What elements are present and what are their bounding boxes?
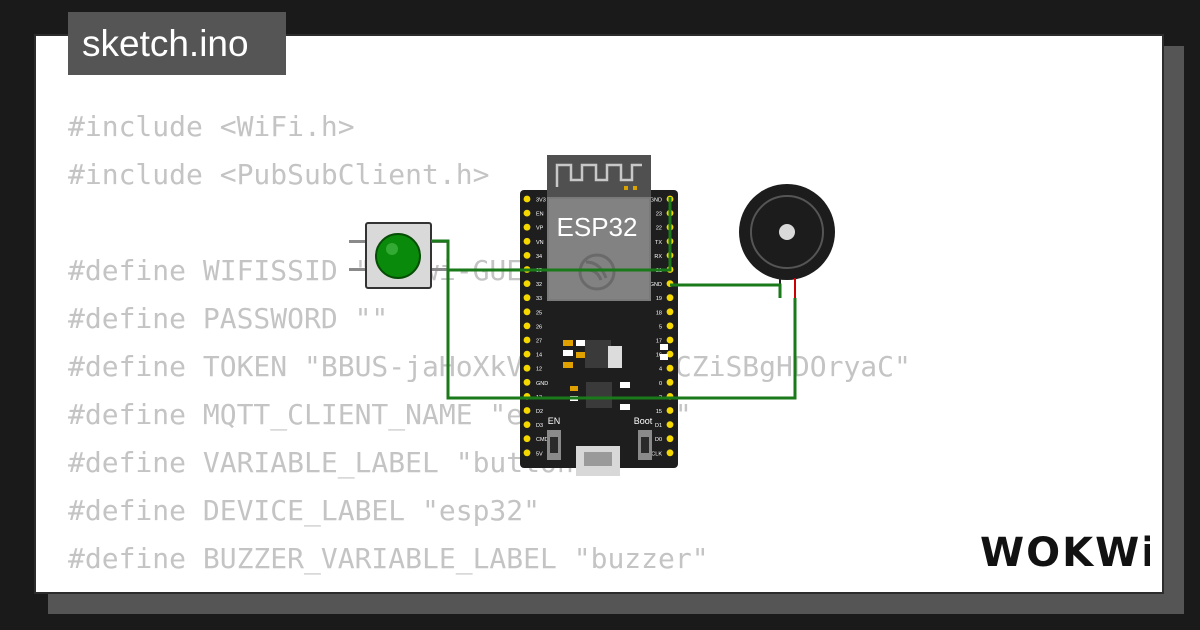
micro-usb-icon — [576, 446, 620, 476]
board-pin[interactable] — [523, 364, 531, 372]
logo-text: WOKWi — [980, 530, 1150, 576]
board-pin[interactable] — [523, 223, 531, 231]
board-pin[interactable] — [666, 378, 674, 386]
code-line: #define VARIABLE_LABEL "button" — [68, 446, 591, 479]
pin-label: 5V — [536, 451, 543, 457]
board-pin[interactable] — [523, 195, 531, 203]
pin-label: CMD — [536, 437, 549, 443]
wires — [431, 197, 797, 400]
pin-label: D3 — [536, 423, 543, 429]
pin-label: 17 — [656, 339, 662, 345]
boot-button[interactable] — [638, 430, 652, 460]
board-pin[interactable] — [523, 294, 531, 302]
board-pin[interactable] — [523, 449, 531, 457]
pin-label: CLK — [651, 451, 662, 457]
pin-label: 34 — [536, 254, 542, 260]
pin-label: D2 — [536, 409, 543, 415]
board-pin[interactable] — [523, 209, 531, 217]
pin-label: 22 — [656, 226, 662, 232]
board-pin[interactable] — [523, 336, 531, 344]
pin-label: GND — [536, 381, 548, 387]
pin-label: 23 — [656, 212, 662, 218]
pin-label: VN — [536, 240, 544, 246]
board-pin[interactable] — [666, 364, 674, 372]
pin-label: 4 — [659, 367, 662, 373]
pin-label: 16 — [656, 353, 662, 359]
code-line: #define DEVICE_LABEL "esp32" — [68, 494, 541, 527]
wifi-antenna-icon — [547, 155, 651, 197]
pin-label: GND — [650, 282, 662, 288]
code-line: #include <WiFi.h> — [68, 110, 355, 143]
pin-label: D1 — [655, 423, 662, 429]
pin-label: 32 — [536, 282, 542, 288]
esp32-devkit-icon[interactable]: 3V3ENVPVN343532332526271412GND13D2D3CMD5… — [520, 155, 678, 476]
pin-label: 18 — [656, 310, 662, 316]
board-pin[interactable] — [666, 350, 674, 358]
board-pin[interactable] — [523, 350, 531, 358]
pin-label: RX — [654, 254, 662, 260]
code-line: #define BUZZER_VARIABLE_LABEL "buzzer" — [68, 542, 709, 575]
right-pin-header — [666, 195, 674, 457]
left-pin-header — [523, 195, 531, 457]
board-pin[interactable] — [666, 435, 674, 443]
pushbutton-icon[interactable] — [349, 222, 448, 289]
pin-label: 0 — [659, 381, 662, 387]
board-pin[interactable] — [523, 435, 531, 443]
file-tab-label: sketch.ino — [82, 23, 249, 64]
board-pin[interactable] — [523, 378, 531, 386]
module-label: ESP32 — [557, 212, 638, 242]
pin-label: 33 — [536, 296, 542, 302]
pin-label: VP — [536, 226, 544, 232]
board-pin[interactable] — [523, 421, 531, 428]
pin-label: 27 — [536, 339, 542, 345]
board-pin[interactable] — [666, 407, 674, 414]
board-pin[interactable] — [666, 421, 674, 428]
pin-label: TX — [655, 240, 662, 246]
board-pin[interactable] — [523, 237, 531, 245]
board-pin[interactable] — [523, 252, 531, 259]
pin-label: D0 — [655, 437, 662, 443]
pin-label: EN — [536, 212, 544, 218]
pin-label: 14 — [536, 353, 542, 359]
file-tab[interactable]: sketch.ino — [68, 12, 286, 75]
pin-label: 5 — [659, 324, 662, 330]
code-line: #define PASSWORD "" — [68, 302, 389, 335]
en-button[interactable] — [547, 430, 561, 460]
board-pin[interactable] — [523, 407, 531, 414]
pin-label: GND — [650, 198, 662, 204]
board-pin[interactable] — [523, 308, 531, 316]
buzzer-icon[interactable] — [739, 184, 835, 298]
pin-label: 26 — [536, 324, 542, 330]
pin-label: 3V3 — [536, 198, 546, 204]
board-pin[interactable] — [666, 308, 674, 316]
wokwi-logo: WOKWi — [980, 530, 1150, 576]
pin-label: 15 — [656, 409, 662, 415]
board-pin[interactable] — [666, 322, 674, 330]
board-pin[interactable] — [666, 449, 674, 457]
en-label: EN — [548, 416, 561, 426]
pin-label: 25 — [536, 310, 542, 316]
code-line: #include <PubSubClient.h> — [68, 158, 490, 191]
boot-label: Boot — [634, 416, 653, 426]
pin-label: 19 — [656, 296, 662, 302]
board-pin[interactable] — [523, 280, 531, 287]
board-pin[interactable] — [666, 294, 674, 302]
board-pin[interactable] — [666, 336, 674, 344]
pin-label: 12 — [536, 367, 542, 373]
board-pin[interactable] — [523, 322, 531, 330]
